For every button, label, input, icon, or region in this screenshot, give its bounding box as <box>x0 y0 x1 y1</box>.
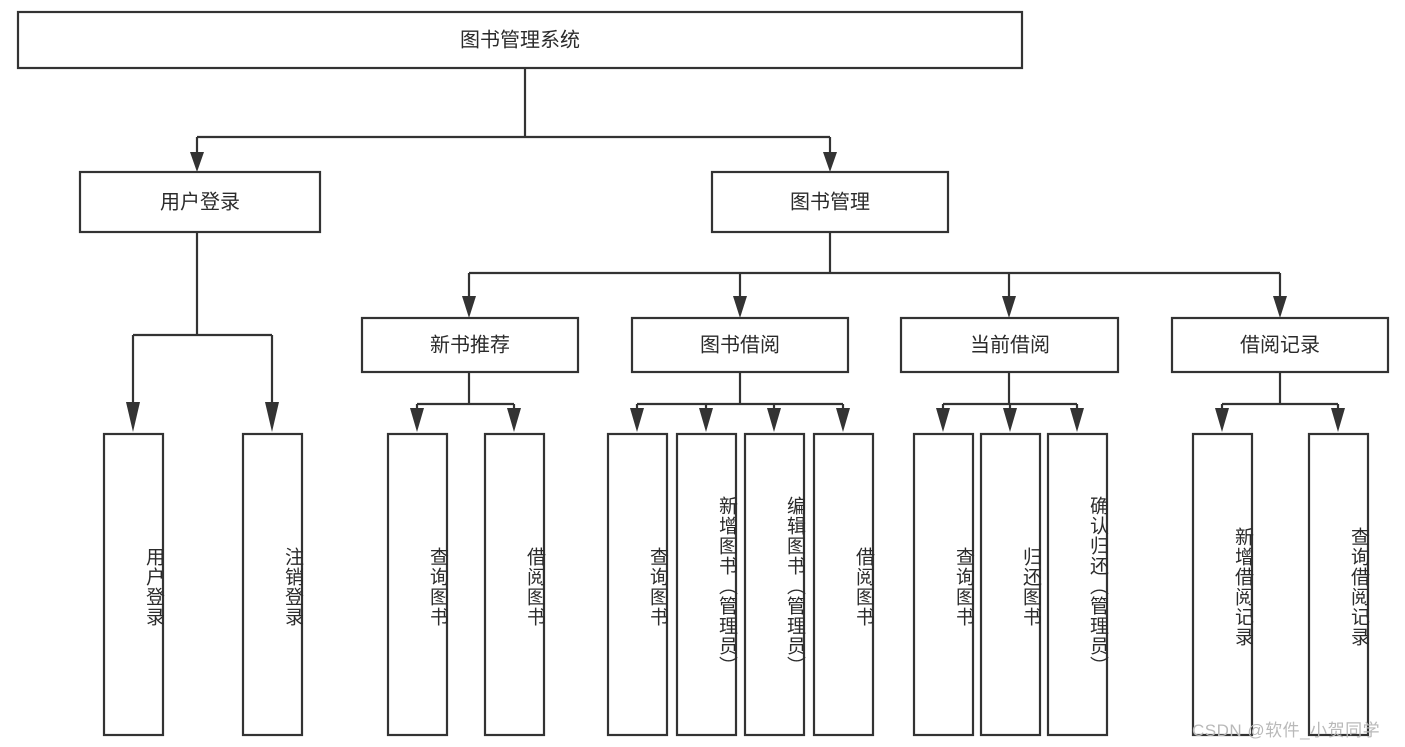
arrow-leaf-br-1 <box>1215 408 1229 432</box>
node-leaf-query-book-borrow[interactable] <box>606 432 669 737</box>
node-new-book-recommend-label: 新书推荐 <box>430 333 510 356</box>
node-book-management-label: 图书管理 <box>790 190 870 213</box>
node-user-login-label: 用户登录 <box>160 190 240 213</box>
arrow-to-borrow-record <box>1273 296 1287 318</box>
arrow-to-current-borrow <box>1002 296 1016 318</box>
arrow-leaf-newbook-1 <box>410 408 424 432</box>
arrow-leaf-cb-3 <box>1070 408 1084 432</box>
node-leaf-borrow-book-newbook[interactable] <box>483 432 546 737</box>
arrow-leaf-bb-2 <box>699 408 713 432</box>
node-layer: 图书管理系统 用户登录 图书管理 新书推荐 图书借阅 当前借阅 借阅记录 <box>16 10 1390 737</box>
arrow-leaf-cb-1 <box>936 408 950 432</box>
arrow-leaf-br-2 <box>1331 408 1345 432</box>
node-book-management[interactable] <box>710 170 950 234</box>
node-leaf-user-login[interactable] <box>102 432 165 737</box>
node-leaf-add-book-admin[interactable] <box>675 432 738 737</box>
connector-layer <box>126 68 1345 432</box>
node-book-borrow[interactable] <box>630 316 850 374</box>
arrow-leaf-user-login-2 <box>265 402 279 432</box>
arrow-leaf-newbook-2 <box>507 408 521 432</box>
node-leaf-add-borrow-record[interactable] <box>1191 432 1254 737</box>
arrow-leaf-bb-4 <box>836 408 850 432</box>
arrow-leaf-bb-3 <box>767 408 781 432</box>
node-user-login[interactable] <box>78 170 322 234</box>
arrow-to-new-book <box>462 296 476 318</box>
node-leaf-logout-login[interactable] <box>241 432 304 737</box>
node-borrow-record[interactable] <box>1170 316 1390 374</box>
arrow-to-user-login <box>190 152 204 172</box>
node-borrow-record-label: 借阅记录 <box>1240 333 1320 356</box>
node-leaf-confirm-return-admin[interactable] <box>1046 432 1109 737</box>
node-root-book-management-system[interactable] <box>16 10 1024 70</box>
node-current-borrow[interactable] <box>899 316 1120 374</box>
node-leaf-query-book-newbook[interactable] <box>386 432 449 737</box>
node-book-borrow-label: 图书借阅 <box>700 333 780 356</box>
arrow-leaf-user-login-1 <box>126 402 140 432</box>
node-leaf-edit-book-admin[interactable] <box>743 432 806 737</box>
node-current-borrow-label: 当前借阅 <box>970 333 1050 356</box>
node-new-book-recommend[interactable] <box>360 316 580 374</box>
arrow-to-book-mgmt <box>823 152 837 172</box>
node-leaf-borrow-book-borrow[interactable] <box>812 432 875 737</box>
node-leaf-query-book-current[interactable] <box>912 432 975 737</box>
node-leaf-return-book[interactable] <box>979 432 1042 737</box>
node-root-label: 图书管理系统 <box>460 28 580 51</box>
arrow-to-book-borrow <box>733 296 747 318</box>
arrow-leaf-bb-1 <box>630 408 644 432</box>
csdn-watermark: CSDN @软件_小贺同学 <box>1192 721 1381 740</box>
arrow-leaf-cb-2 <box>1003 408 1017 432</box>
node-leaf-query-borrow-record[interactable] <box>1307 432 1370 737</box>
